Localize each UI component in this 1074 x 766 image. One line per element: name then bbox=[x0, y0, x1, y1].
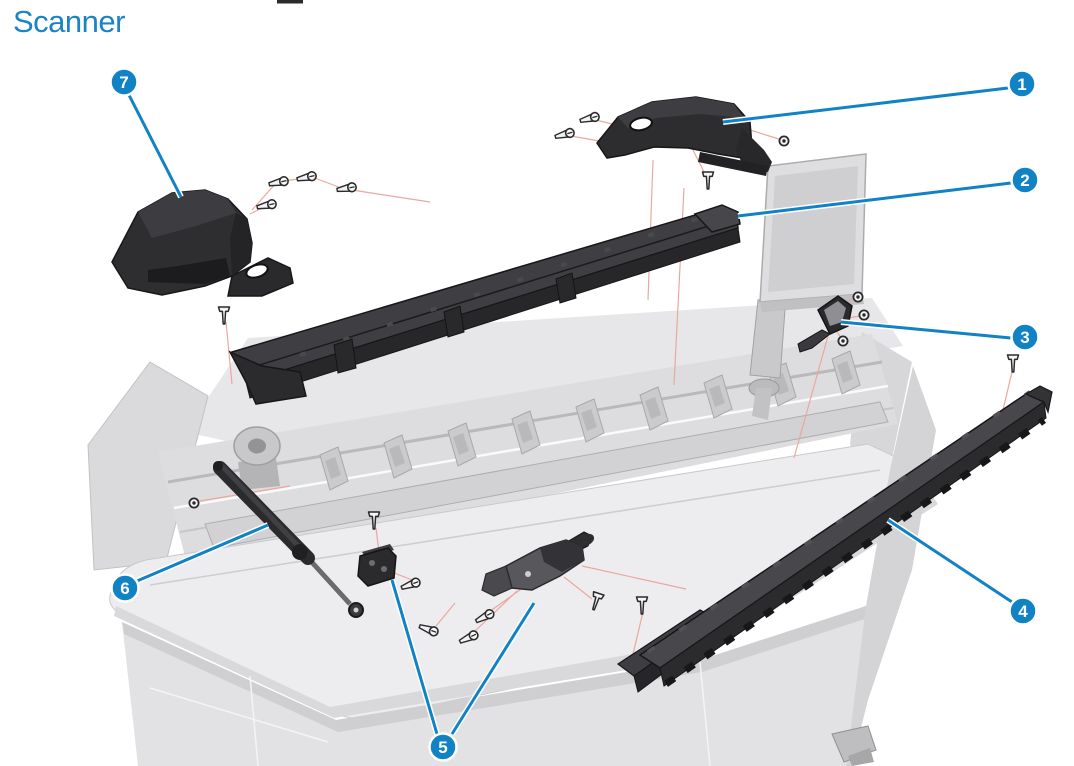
callout-leader-line bbox=[840, 320, 1012, 340]
caster-wheel bbox=[831, 725, 877, 766]
part-3-latch-piece bbox=[797, 295, 853, 353]
control-panel bbox=[748, 153, 867, 420]
callout-number-7: 7 bbox=[119, 73, 128, 92]
callout-number-5: 5 bbox=[438, 738, 447, 757]
screw-nut bbox=[837, 335, 849, 347]
callout-number-1: 1 bbox=[1017, 75, 1026, 94]
callout-leader-line bbox=[722, 86, 1009, 124]
pink-leader bbox=[351, 189, 431, 203]
callout-badge-7 bbox=[109, 67, 139, 97]
pink-leader bbox=[311, 176, 345, 190]
pink-leader bbox=[793, 335, 829, 459]
pink-leader bbox=[251, 182, 277, 211]
callout-3: 3 bbox=[840, 319, 1040, 352]
pink-leader bbox=[225, 321, 233, 385]
callout-leader-line bbox=[450, 602, 536, 735]
pink-leader bbox=[632, 611, 644, 655]
callout-badge-2 bbox=[1010, 165, 1040, 195]
callout-number-4: 4 bbox=[1018, 602, 1028, 621]
callout-badge-5 bbox=[428, 732, 458, 762]
screw bbox=[1006, 354, 1020, 373]
cover-slot bbox=[629, 116, 653, 132]
pink-leader bbox=[581, 565, 687, 590]
callout-leader-line bbox=[127, 94, 183, 198]
screw-nut bbox=[852, 291, 864, 303]
pink-leader bbox=[488, 586, 525, 613]
page-edge-artifact bbox=[277, 0, 303, 4]
screw bbox=[701, 171, 715, 190]
pink-leader bbox=[393, 572, 416, 582]
callout-number-6: 6 bbox=[120, 579, 129, 598]
pink-leader bbox=[1001, 371, 1013, 415]
callout-badge-3 bbox=[1010, 322, 1040, 352]
pressure-fins bbox=[319, 350, 861, 491]
pink-leader bbox=[472, 590, 518, 634]
part-2-rear-beam bbox=[228, 204, 741, 405]
part-7-rear-cover-left bbox=[111, 189, 294, 297]
beam-left-foot bbox=[228, 350, 307, 405]
callout-leader-line bbox=[136, 523, 269, 583]
part-5-latch-left bbox=[357, 544, 397, 587]
screw-nut bbox=[188, 497, 200, 509]
callout-7: 7 bbox=[109, 67, 184, 199]
pink-leader bbox=[435, 602, 456, 627]
callout-2: 2 bbox=[737, 165, 1040, 219]
part-5-latch-right bbox=[481, 531, 595, 597]
screw bbox=[553, 126, 576, 142]
printer-lower-body bbox=[122, 366, 936, 766]
callout-number-3: 3 bbox=[1020, 328, 1029, 347]
beam-tab bbox=[443, 305, 465, 338]
callout-leader-line bbox=[390, 579, 439, 735]
callout-badge-1 bbox=[1007, 69, 1037, 99]
beam-tab bbox=[333, 338, 357, 374]
screw-nut bbox=[778, 135, 790, 147]
screw-nut bbox=[858, 309, 870, 321]
part-4-front-bar bbox=[616, 385, 1053, 693]
callout-leader-line bbox=[737, 181, 1012, 218]
panel-screen bbox=[768, 166, 858, 292]
front-bar-teeth bbox=[663, 417, 1047, 687]
callout-1: 1 bbox=[722, 69, 1037, 125]
callout-6: 6 bbox=[110, 522, 270, 603]
callout-badge-6 bbox=[110, 573, 140, 603]
screw bbox=[578, 110, 601, 126]
pink-leader bbox=[563, 576, 593, 600]
page-title: Scanner bbox=[13, 4, 125, 39]
part-6-gas-spring bbox=[213, 461, 364, 618]
drive-roller bbox=[233, 426, 281, 490]
screw bbox=[335, 181, 358, 196]
callouts-layer: 1 2 3 4 5 6 7 bbox=[109, 67, 1040, 762]
callout-4: 4 bbox=[886, 517, 1038, 626]
callout-badge-4 bbox=[1008, 596, 1038, 626]
cover-tab-slot bbox=[245, 263, 269, 279]
callout-5: 5 bbox=[389, 579, 537, 762]
screw bbox=[267, 175, 290, 190]
front-bar-tip bbox=[1024, 385, 1053, 415]
callout-number-2: 2 bbox=[1020, 171, 1029, 190]
body-right-side bbox=[846, 366, 936, 766]
screw bbox=[295, 170, 318, 185]
callout-leader-line bbox=[887, 518, 1013, 604]
screw bbox=[217, 306, 231, 325]
beam-tab bbox=[555, 272, 577, 304]
panel-arm-lower bbox=[752, 388, 772, 420]
part-1-rear-cover-right bbox=[596, 96, 772, 176]
